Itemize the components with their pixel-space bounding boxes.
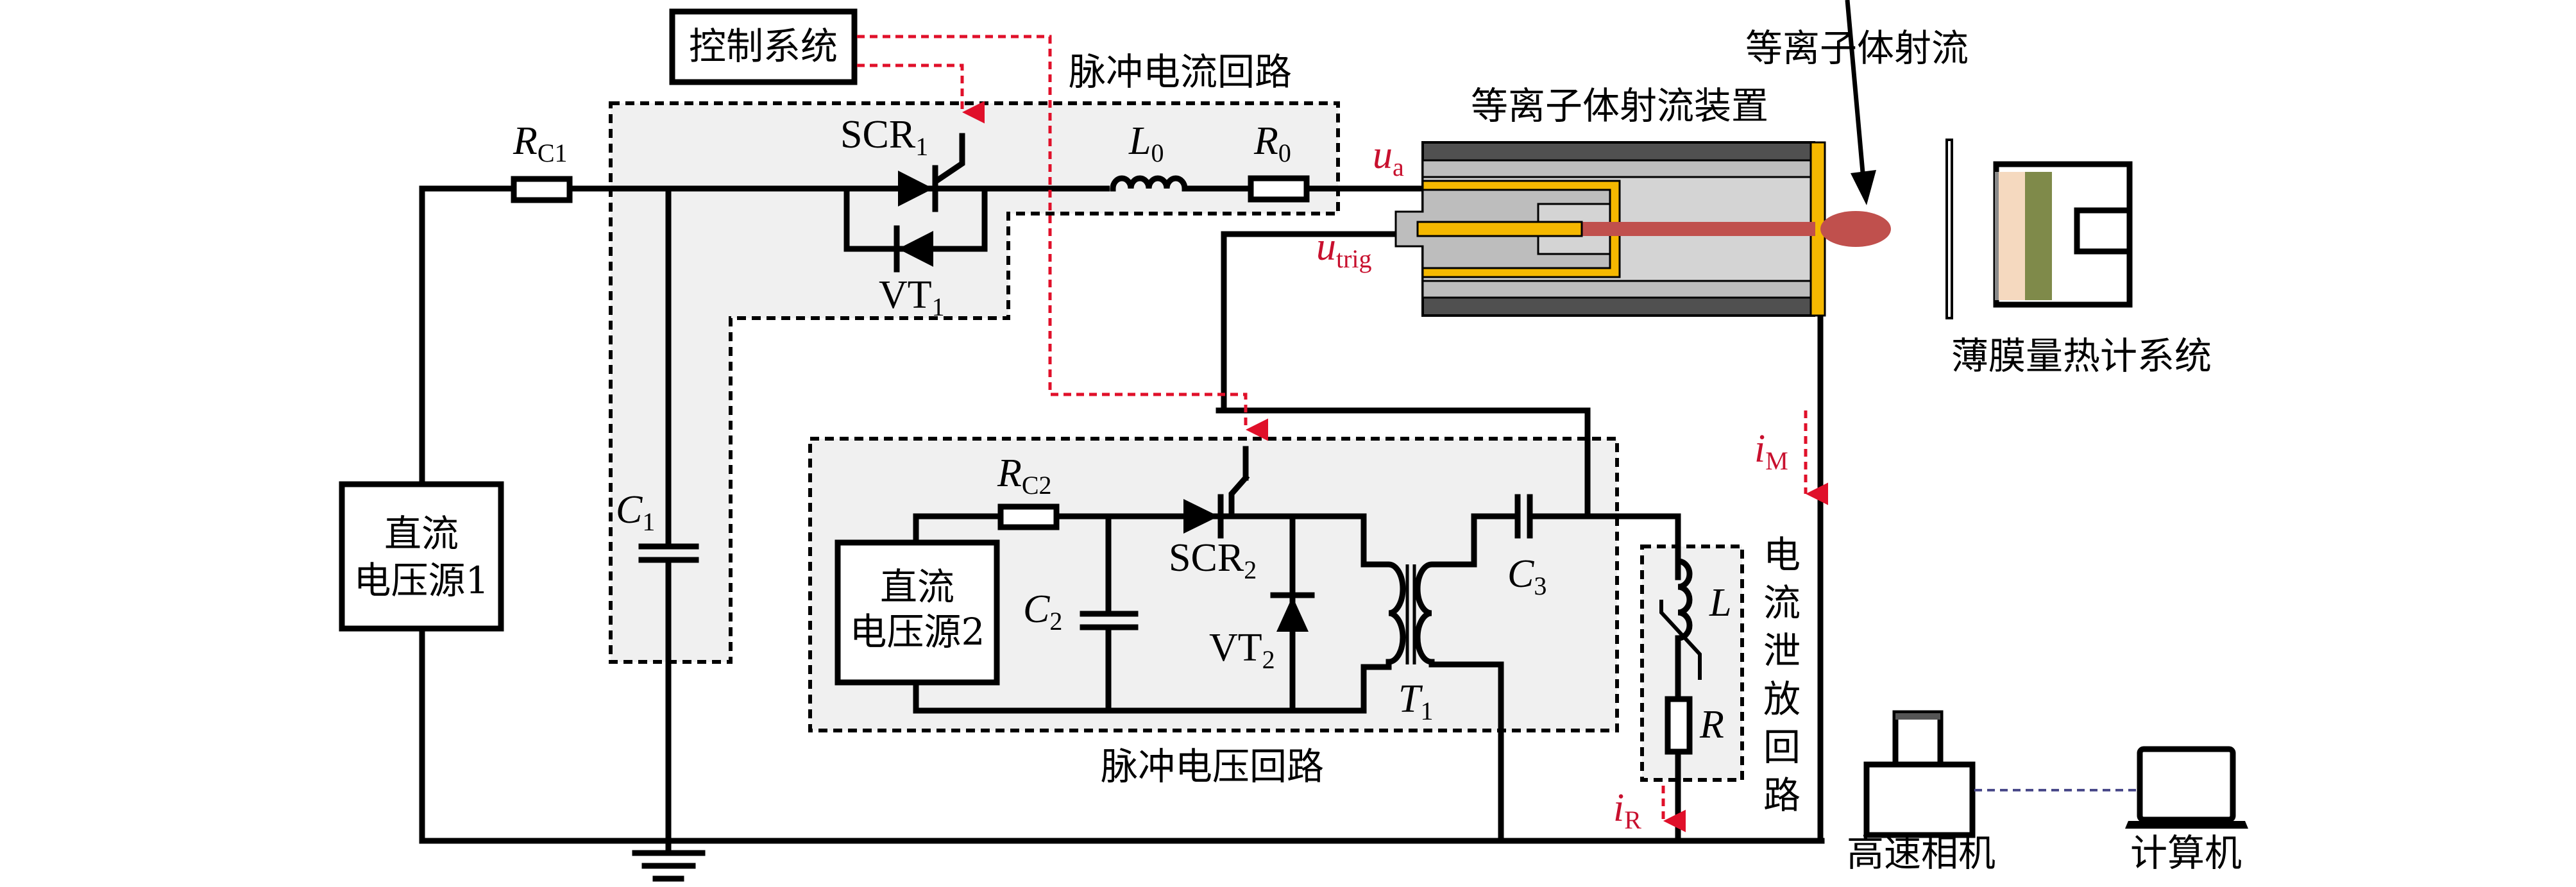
diode-vt1: VT1	[879, 225, 945, 321]
thin-film-calorimeter	[1945, 139, 2133, 319]
control-signal-scr1	[857, 63, 985, 124]
dc-source-2-line1: 直流	[880, 565, 954, 609]
c1-sub: 1	[642, 507, 655, 536]
svg-text:电: 电	[1763, 533, 1801, 577]
im-sub: M	[1765, 446, 1788, 475]
svg-text:iR: iR	[1613, 786, 1641, 834]
svg-text:utrig: utrig	[1316, 225, 1372, 273]
dc-source-1-line2: 电压源1	[354, 559, 489, 602]
capacitor-c3: C3	[1507, 494, 1546, 600]
control-system-label: 控制系统	[689, 24, 838, 68]
svg-text:R: R	[1699, 703, 1724, 747]
capacitor-c2: C2	[1023, 587, 1139, 636]
svg-text:ua: ua	[1373, 133, 1404, 182]
svg-text:T1: T1	[1398, 677, 1433, 725]
c2-label: C	[1023, 587, 1050, 631]
svg-text:C3: C3	[1507, 552, 1546, 600]
svg-text:RC1: RC1	[513, 119, 568, 167]
vt1-sub: 1	[932, 292, 945, 321]
vt1-label: VT	[879, 273, 932, 317]
l0-label: L	[1128, 119, 1151, 163]
t1-label: T	[1398, 677, 1423, 721]
diode-vt2: VT2	[1209, 592, 1315, 674]
ground-icon	[632, 850, 706, 882]
svg-text:C2: C2	[1023, 587, 1062, 636]
ir-sub: R	[1624, 806, 1641, 834]
plasma-jet-plume	[1820, 211, 1891, 247]
svg-text:SCR2: SCR2	[1169, 536, 1257, 584]
svg-text:L: L	[1709, 581, 1731, 625]
transformer-t1: T1	[1360, 561, 1454, 725]
plasma-jet-device-label: 等离子体射流装置	[1471, 84, 1768, 128]
scr1-sub: 1	[915, 132, 928, 161]
thyristor-scr2: SCR2	[1169, 494, 1257, 584]
svg-text:流: 流	[1763, 581, 1801, 625]
c2-sub: 2	[1049, 607, 1062, 636]
resistor-rc2: RC2	[997, 452, 1060, 530]
pulse-voltage-loop-label: 脉冲电压回路	[1101, 745, 1324, 788]
vt2-sub: 2	[1262, 645, 1275, 674]
plasma-jet-device	[1394, 141, 1891, 317]
scr2-sub: 2	[1244, 555, 1257, 584]
utrig-sub: trig	[1336, 244, 1372, 273]
resistor-rc1: RC1	[511, 119, 573, 203]
l-label: L	[1709, 581, 1731, 625]
rc1-label: R	[513, 119, 538, 163]
c3-label: C	[1507, 552, 1534, 596]
rc2-label: R	[997, 452, 1022, 495]
im-label: i	[1754, 427, 1765, 471]
saturable-inductor-l: L	[1659, 536, 1731, 680]
dc-source-2-line2: 电压源2	[850, 610, 985, 654]
svg-text:VT1: VT1	[879, 273, 945, 321]
pulse-current-loop-label: 脉冲电流回路	[1069, 50, 1292, 94]
svg-text:VT2: VT2	[1209, 626, 1275, 674]
vt2-label: VT	[1209, 626, 1262, 670]
ir-label: i	[1613, 786, 1624, 830]
thin-film-calorimeter-label: 薄膜量热计系统	[1951, 334, 2212, 378]
svg-text:回: 回	[1763, 725, 1801, 769]
pulse-voltage-wires	[913, 446, 1591, 714]
utrig-label: u	[1316, 225, 1336, 269]
l0-sub: 0	[1151, 139, 1164, 167]
plasma-jet-arrow	[1845, 0, 1876, 205]
inductor-l0: L0	[1110, 119, 1188, 199]
svg-text:R0: R0	[1253, 119, 1291, 167]
thyristor-scr1: SCR1	[840, 113, 965, 212]
pulse-current-loop-region	[609, 101, 1340, 664]
resistor-r0: R0	[1248, 119, 1310, 203]
svg-text:L0: L0	[1128, 119, 1164, 167]
scr2-label: SCR	[1169, 536, 1244, 580]
control-system: 控制系统	[669, 8, 858, 85]
r0-sub: 0	[1278, 139, 1291, 167]
svg-text:SCR1: SCR1	[840, 113, 928, 161]
current-discharge-loop-label: 电 流 泄 放 回 路	[1763, 533, 1801, 817]
resistor-r: R	[1665, 696, 1724, 755]
dc-source-1: 直流 电压源1	[339, 481, 504, 632]
control-signal-scr2	[857, 35, 1268, 441]
t1-sub: 1	[1420, 697, 1433, 725]
ua-sub: a	[1393, 153, 1404, 182]
r-label: R	[1699, 703, 1724, 747]
c1-label: C	[616, 488, 643, 532]
svg-text:C1: C1	[616, 488, 655, 536]
scr1-label: SCR	[840, 113, 916, 156]
svg-text:RC2: RC2	[997, 452, 1052, 500]
high-speed-camera-label: 高速相机	[1847, 831, 1996, 875]
svg-text:泄: 泄	[1763, 629, 1801, 673]
computer-icon: 计算机	[2125, 746, 2248, 875]
dc-source-2: 直流 电压源2	[835, 539, 1000, 686]
c3-sub: 3	[1534, 571, 1546, 600]
ua-label: u	[1373, 133, 1393, 177]
dc-source-1-line1: 直流	[384, 512, 459, 555]
rc1-sub: C1	[538, 139, 568, 167]
svg-text:iM: iM	[1754, 427, 1788, 475]
r0-label: R	[1253, 119, 1278, 163]
rc2-sub: C2	[1022, 471, 1052, 500]
high-speed-camera-icon: 高速相机	[1847, 710, 1996, 875]
computer-label: 计算机	[2130, 831, 2242, 875]
svg-text:路: 路	[1763, 773, 1801, 817]
svg-text:放: 放	[1763, 677, 1801, 721]
capacitor-c1: C1	[616, 488, 699, 563]
plasma-jet-label: 等离子体射流	[1745, 26, 1969, 70]
